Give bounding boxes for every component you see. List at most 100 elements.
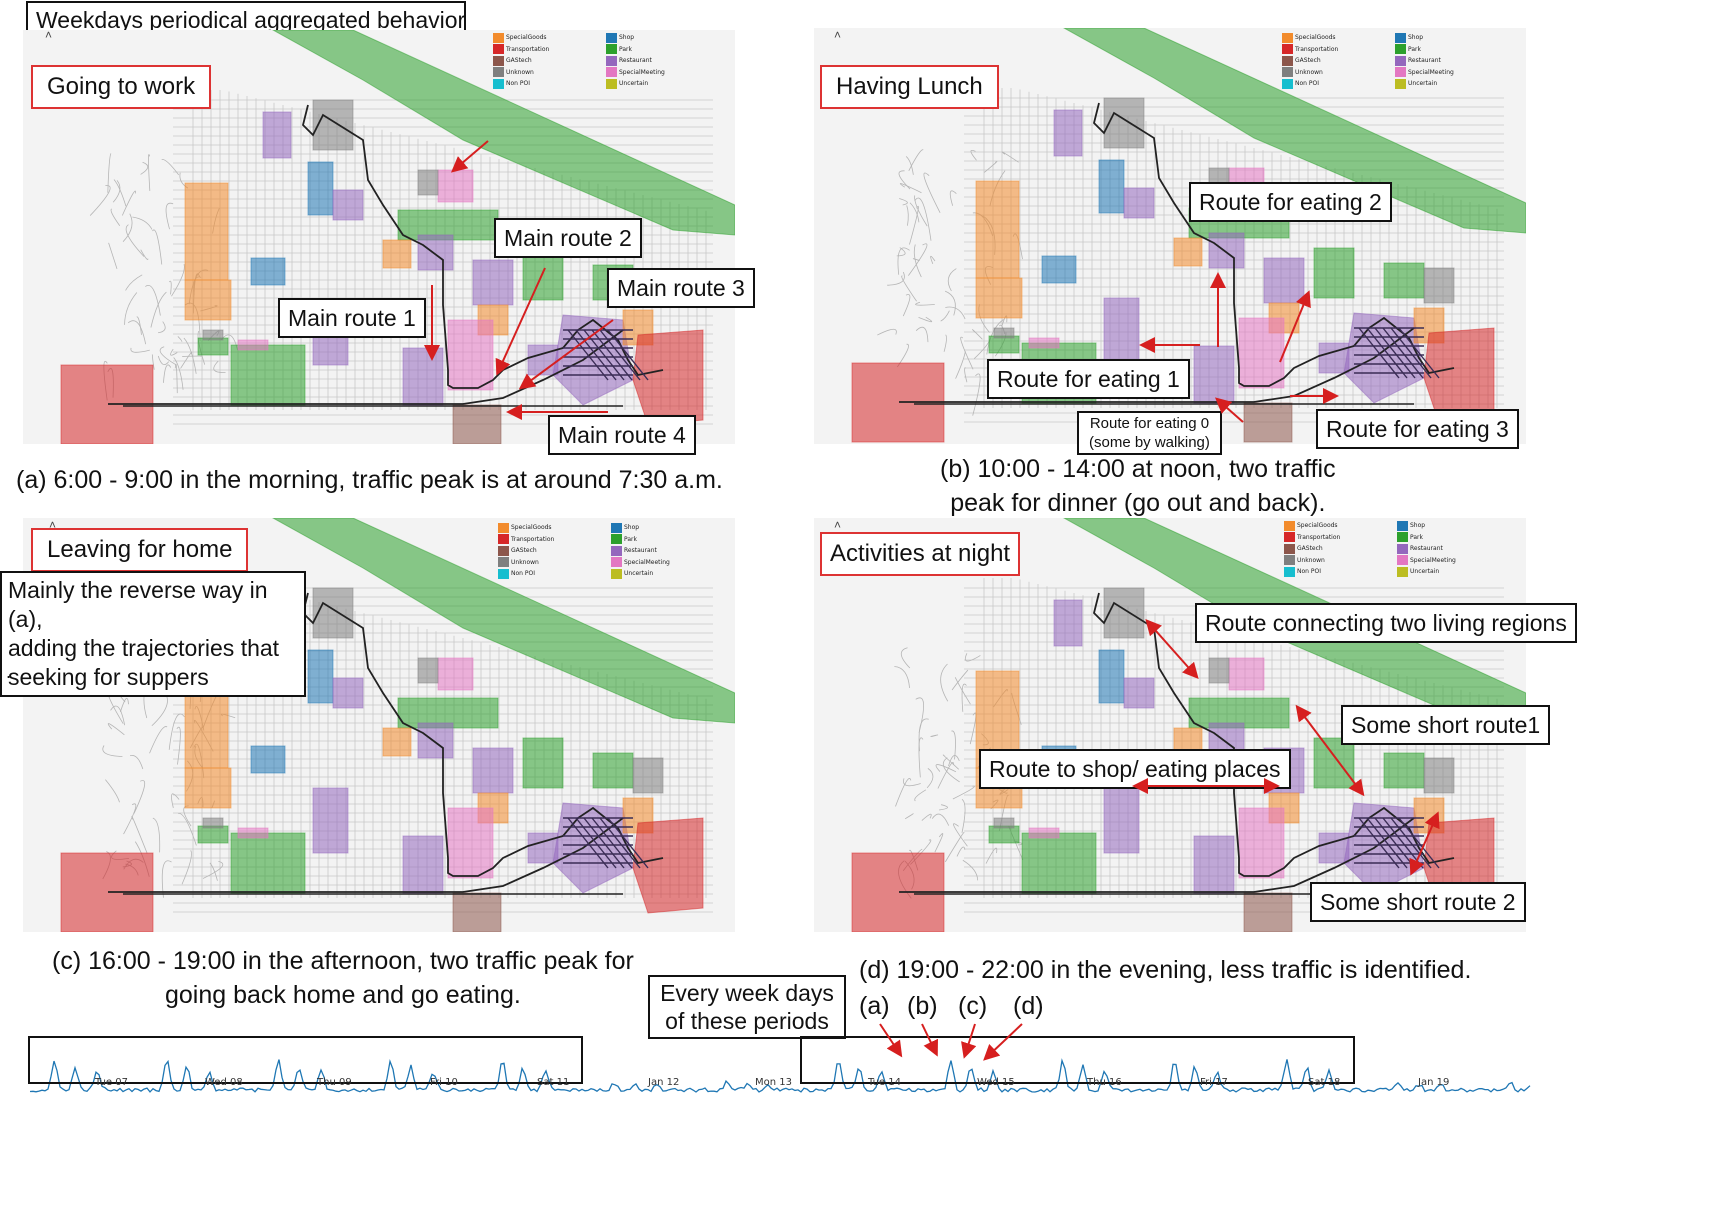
legend-item: Unknown (498, 556, 539, 569)
legend-item: GAStech (493, 54, 532, 67)
legend-label: Restaurant (1410, 545, 1443, 552)
legend-label: SpecialMeeting (624, 558, 670, 566)
legend-item: Shop (1397, 519, 1425, 532)
legend-item: Transportation (1282, 43, 1338, 56)
legend-label: Unknown (506, 68, 534, 76)
heading-having-lunch: Having Lunch (820, 65, 999, 109)
map-panel-c: ˄ (23, 518, 735, 932)
region-unknown (1208, 657, 1230, 684)
label-main-route-4: Main route 4 (548, 415, 696, 455)
legend-swatch (1282, 44, 1293, 54)
map-svg (60, 518, 735, 932)
legend-label: GAStech (506, 57, 532, 64)
label-route-eating-0-line2: (some by walking) (1089, 434, 1210, 451)
region-park (988, 825, 1020, 844)
legend-swatch (1395, 55, 1406, 66)
region-restaurant (262, 111, 292, 159)
legend-swatch (611, 522, 622, 533)
legend-swatch (498, 568, 509, 579)
legend-label: Park (624, 535, 637, 543)
region-shop (1041, 255, 1077, 284)
label-route-eating-0-line1: Route for eating 0 (1089, 415, 1210, 432)
legend-item: Restaurant (1395, 54, 1441, 67)
region-specialgoods (382, 239, 412, 269)
legend-label: Uncertain (624, 570, 654, 577)
legend-label: Park (619, 45, 632, 53)
legend-label: Restaurant (1408, 57, 1441, 64)
region-gastech (1243, 892, 1293, 932)
region-park (1383, 752, 1425, 789)
legend-swatch (1395, 67, 1406, 77)
legend-item: Non POI (493, 77, 530, 90)
legend-item: Shop (1395, 31, 1423, 44)
figure-title: Weekdays periodical aggregated behavior (26, 1, 466, 35)
region-park (197, 337, 229, 356)
legend-item: Restaurant (611, 544, 657, 557)
region-park (1188, 697, 1290, 729)
region-unknown (417, 169, 439, 196)
legend-swatch (498, 534, 509, 544)
region-specialmeeting (437, 169, 474, 203)
region-restaurant (312, 787, 349, 854)
legend-swatch (1284, 520, 1295, 531)
collapse-caret-icon[interactable]: ˄ (834, 518, 842, 532)
region-park (1313, 737, 1355, 789)
legend-swatch (1284, 532, 1295, 542)
region-park (592, 752, 634, 789)
collapse-caret-icon[interactable]: ˄ (834, 28, 842, 42)
legend-item: Non POI (1282, 77, 1319, 90)
period-label-d: (d) (1013, 992, 1044, 1020)
trajectory-line (1093, 102, 1455, 387)
legend-swatch (606, 55, 617, 66)
region-unknown (1423, 267, 1455, 304)
region-shop (250, 257, 286, 286)
period-label-a: (a) (859, 992, 890, 1020)
legend-label: Shop (1410, 522, 1426, 529)
region-restaurant (1193, 835, 1235, 894)
label-main-route-3: Main route 3 (607, 268, 755, 308)
collapse-caret-icon[interactable]: ˄ (45, 30, 53, 42)
legend-item: Park (606, 43, 632, 56)
legend-label: Unknown (1295, 68, 1323, 76)
legend-item: Uncertain (1397, 565, 1439, 578)
legend-label: GAStech (511, 547, 537, 554)
legend-label: Non POI (506, 80, 530, 87)
week-box-1 (28, 1036, 583, 1084)
legend-item: Transportation (498, 533, 554, 546)
legend-swatch (1282, 78, 1293, 89)
time-tick-label: Thu 16 (1087, 1077, 1122, 1088)
legend-swatch (1282, 67, 1293, 77)
legend-item: Unknown (1284, 554, 1325, 567)
legend-item: Transportation (1284, 531, 1340, 544)
region-specialmeeting (1028, 337, 1060, 349)
region-restaurant (417, 234, 454, 271)
region-specialmeeting (1028, 827, 1060, 839)
legend-item: Shop (606, 31, 634, 44)
legend-swatch (1397, 555, 1408, 565)
legend-swatch (1284, 566, 1295, 577)
region-park (271, 30, 735, 236)
label-route-shop-eating: Route to shop/ eating places (979, 749, 1291, 789)
region-restaurant (1053, 109, 1083, 157)
legend-label: Uncertain (1410, 568, 1440, 575)
label-route-eating-1: Route for eating 1 (987, 359, 1190, 399)
caption-b-line1: (b) 10:00 - 14:00 at noon, two traffic (940, 455, 1336, 483)
region-park (271, 518, 735, 724)
region-restaurant (527, 344, 559, 376)
region-unknown (632, 757, 664, 794)
note-week-line2: of these periods (665, 1008, 829, 1034)
legend-item: Park (1395, 43, 1421, 56)
legend-swatch (606, 67, 617, 77)
legend-item: Non POI (498, 567, 535, 580)
collapse-caret-icon[interactable]: ˄ (49, 518, 57, 532)
region-specialmeeting (237, 827, 269, 839)
region-restaurant (332, 677, 364, 709)
period-label-c: (c) (958, 992, 988, 1020)
legend-item: GAStech (1282, 54, 1321, 67)
legend-label: SpecialGoods (511, 524, 552, 531)
time-tick-label: Tue 07 (95, 1077, 128, 1088)
region-unknown (202, 817, 224, 829)
caption-a: (a) 6:00 - 9:00 in the morning, traffic … (16, 466, 723, 494)
region-restaurant (552, 802, 634, 894)
region-specialmeeting (437, 657, 474, 691)
